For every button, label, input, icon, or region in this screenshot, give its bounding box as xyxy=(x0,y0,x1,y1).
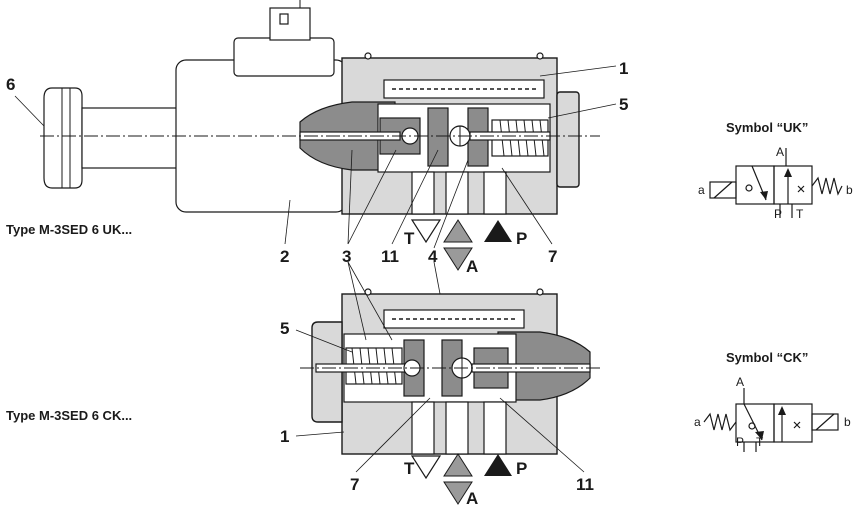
label-5-top: 5 xyxy=(619,95,628,114)
leader-5-top xyxy=(547,103,617,119)
flow-channel-top-ck xyxy=(383,309,525,329)
symbol-ck-p-port: P xyxy=(736,435,744,449)
port-t-arrow-ck xyxy=(410,455,442,480)
port-t-channel xyxy=(411,171,435,215)
port-t-arrow xyxy=(410,219,442,244)
symbol-uk-arrow-left-head xyxy=(760,191,768,200)
label-5-bottom: 5 xyxy=(280,319,289,338)
port-a-arrow-down-ck xyxy=(443,481,473,505)
port-p-arrow-ck xyxy=(484,454,512,476)
leader-1-bottom xyxy=(295,431,345,437)
symbol-ck-box-right xyxy=(773,403,813,443)
port-t-label-bottom: T xyxy=(404,459,415,478)
connector-pin xyxy=(279,13,289,25)
symbol-uk-left: a xyxy=(698,183,705,197)
label-2: 2 xyxy=(280,247,289,266)
port-t-channel-ck xyxy=(411,401,435,455)
leader-11-bottom xyxy=(499,397,585,473)
symbol-uk-box-right xyxy=(773,165,813,205)
symbol-ck-left: a xyxy=(694,415,701,429)
label-7-bottom: 7 xyxy=(350,475,359,494)
symbol-ck-solenoid xyxy=(811,413,839,431)
type-ck-label: Type M-3SED 6 CK... xyxy=(6,408,132,423)
symbol-ck-spring xyxy=(703,412,737,432)
port-a-arrow-down xyxy=(443,247,473,271)
symbol-ck-right: b xyxy=(844,415,851,429)
symbol-uk-check-left xyxy=(745,184,753,192)
label-6: 6 xyxy=(6,75,15,94)
leader-2 xyxy=(284,199,291,245)
symbol-uk-solenoid-slash xyxy=(713,181,733,199)
symbol-ck xyxy=(703,388,839,452)
label-1-bottom: 1 xyxy=(280,427,289,446)
top-screw-left xyxy=(364,52,372,60)
port-p-channel-ck xyxy=(483,401,507,455)
symbol-uk-p-port: P xyxy=(774,207,782,221)
label-11-top: 11 xyxy=(381,247,399,266)
symbol-uk-t-port: T xyxy=(796,207,804,221)
symbol-uk-title: Symbol “UK” xyxy=(726,120,808,135)
symbol-uk-right: b xyxy=(846,183,853,197)
port-t-label-top: T xyxy=(404,229,415,248)
label-11-bottom: 11 xyxy=(576,475,594,494)
label-1-top: 1 xyxy=(619,59,628,78)
symbol-uk-box-left xyxy=(735,165,775,205)
port-a-arrow-up-ck xyxy=(443,453,473,477)
label-4: 4 xyxy=(428,247,438,266)
leader-7-top xyxy=(501,167,553,245)
port-p-label-bottom: P xyxy=(516,459,527,478)
symbol-ck-arrow-right-head xyxy=(778,406,786,415)
port-a-label-bottom: A xyxy=(466,489,478,508)
leader-5-bottom xyxy=(295,329,353,353)
valve-uk-drawing xyxy=(14,0,617,369)
symbol-uk-spring xyxy=(811,176,843,196)
symbol-ck-check-right xyxy=(793,421,801,429)
port-a-label-top: A xyxy=(466,257,478,276)
symbol-ck-arrow-left-head xyxy=(755,431,764,440)
leader-3c xyxy=(347,261,367,341)
symbol-ck-title: Symbol “CK” xyxy=(726,350,808,365)
top-screw-right-ck xyxy=(536,288,544,296)
leader-1-top xyxy=(539,65,617,77)
manual-override-knob xyxy=(43,87,83,189)
type-uk-label: Type M-3SED 6 UK... xyxy=(6,222,132,237)
leader-3b xyxy=(347,149,397,245)
port-a-channel-ck xyxy=(445,401,469,455)
port-a-arrow-up xyxy=(443,219,473,243)
label-3-top: 3 xyxy=(342,247,351,266)
leader-11-top xyxy=(391,149,439,245)
symbol-uk-arrow-right-head xyxy=(784,168,792,177)
knob-inner-ring xyxy=(61,88,71,188)
symbol-uk-a-port: A xyxy=(776,145,784,159)
valve-ck-drawing xyxy=(295,261,600,505)
seat-center-left xyxy=(427,107,449,167)
leader-7-bottom xyxy=(355,397,431,473)
symbol-uk xyxy=(709,148,843,218)
symbol-ck-a-port: A xyxy=(736,375,744,389)
solenoid-neck xyxy=(81,107,181,169)
label-7-top: 7 xyxy=(548,247,557,266)
leader-3d xyxy=(347,261,393,341)
port-p-arrow xyxy=(484,220,512,242)
port-p-channel xyxy=(483,171,507,215)
symbol-ck-solenoid-slash xyxy=(815,413,835,431)
symbol-uk-check-right xyxy=(797,185,805,193)
port-p-label-top: P xyxy=(516,229,527,248)
leader-4 xyxy=(433,159,469,249)
connector-plug xyxy=(233,37,335,77)
symbol-ck-t-port: T xyxy=(756,435,764,449)
symbol-ck-check-left xyxy=(748,422,756,430)
valve-cap xyxy=(556,91,580,188)
leader-3a xyxy=(347,149,353,245)
top-screw-right xyxy=(536,52,544,60)
connector-pin-housing xyxy=(269,7,311,41)
leader-6 xyxy=(14,95,45,127)
